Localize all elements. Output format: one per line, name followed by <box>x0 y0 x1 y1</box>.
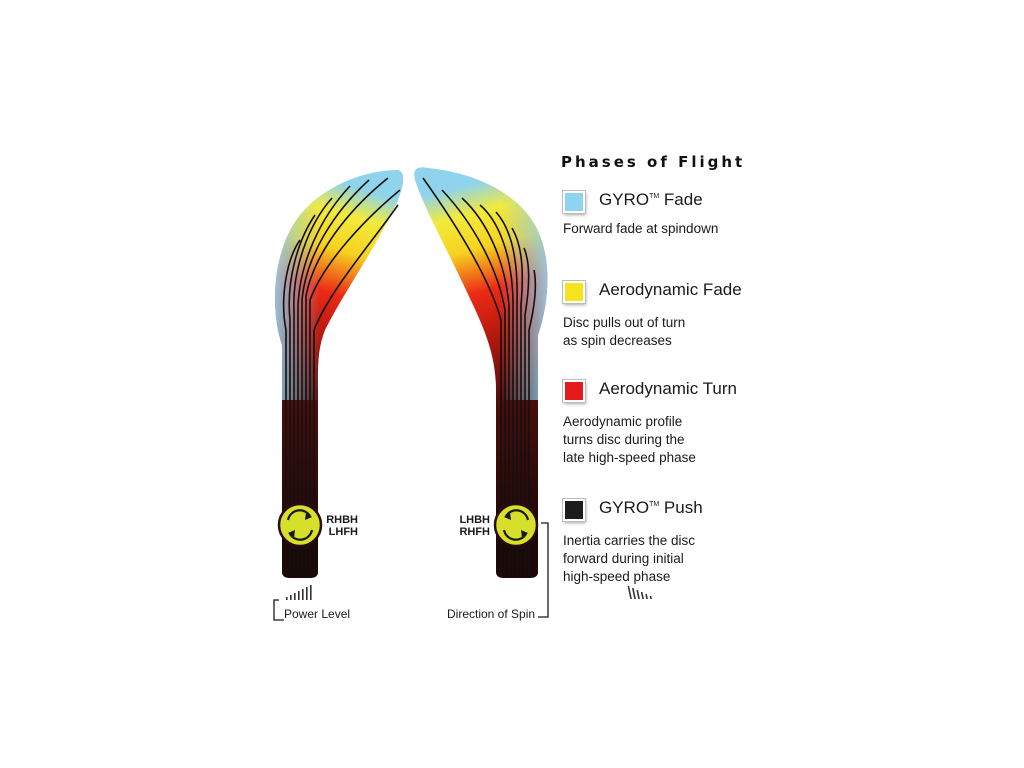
right-arm-label-lhbh: LHBH <box>459 514 490 526</box>
left-caption-bracket <box>273 599 284 621</box>
legend-title: Phases of Flight <box>561 153 746 171</box>
legend-item-title: Aerodynamic Fade <box>599 280 742 299</box>
left-arm-label-rhbh: RHBH <box>326 514 358 526</box>
direction-of-spin-caption: Direction of Spin <box>447 607 536 621</box>
right-arm-trajectory-lines <box>422 177 537 575</box>
legend-swatch-gyro-push <box>563 499 585 521</box>
legend-swatch-aerodynamic-fade <box>563 281 585 303</box>
left-arm-trajectory-lines <box>282 177 401 575</box>
left-spin-icon <box>277 502 323 548</box>
left-flight-arm <box>273 170 404 621</box>
legend-item-title: Aerodynamic Turn <box>599 379 737 398</box>
legend-item-desc: Inertia carries the disc forward during … <box>563 533 696 584</box>
power-level-caption: Power Level <box>284 607 351 621</box>
right-flight-arm <box>414 167 652 618</box>
right-spin-direction-bars <box>627 586 652 599</box>
left-arm-label-lhfh: LHFH <box>328 526 358 538</box>
legend-swatch-gyro-fade <box>563 191 585 213</box>
left-arm-throw-labels: RHBH LHFH <box>318 514 358 538</box>
left-power-level-bars <box>286 585 312 600</box>
right-arm-label-rhfh: RHFH <box>459 526 490 538</box>
legend-item-title: GYROTM Fade <box>599 190 703 209</box>
legend-item-title: GYROTM Push <box>599 498 703 517</box>
legend-item-desc: Disc pulls out of turn as spin decreases <box>563 315 686 348</box>
right-arm-throw-labels: LHBH RHFH <box>450 514 490 538</box>
legend-swatch-aerodynamic-turn <box>563 380 585 402</box>
trademark-mark: TM <box>649 193 660 200</box>
legend-item-desc: Forward fade at spindown <box>563 221 719 236</box>
right-arm-blue-edge <box>414 167 548 400</box>
right-caption-bracket <box>538 522 549 618</box>
right-spin-icon <box>493 502 539 548</box>
legend-item-desc: Aerodynamic profile turns disc during th… <box>563 414 696 465</box>
trademark-mark: TM <box>649 501 660 508</box>
